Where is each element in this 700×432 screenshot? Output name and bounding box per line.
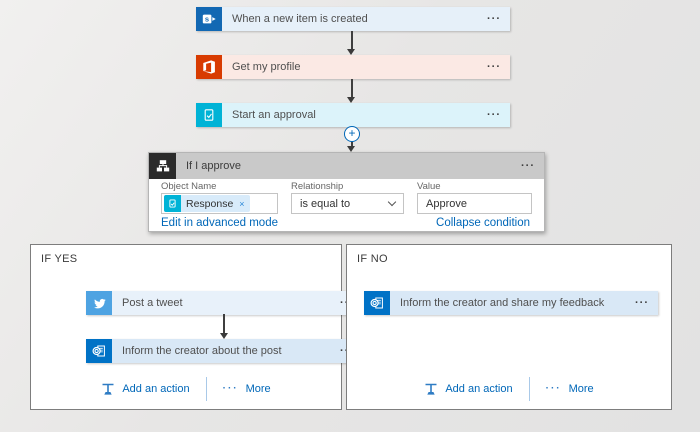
card-inform-creator-share-feedback[interactable]: Inform the creator and share my feedback… xyxy=(364,291,658,315)
more-dots-icon: ··· xyxy=(545,383,562,394)
card-title: Inform the creator about the post xyxy=(122,345,282,357)
twitter-icon xyxy=(86,291,112,315)
card-title: Inform the creator and share my feedback xyxy=(400,297,605,309)
outlook-icon xyxy=(364,291,390,315)
condition-icon xyxy=(149,153,176,179)
add-an-action-button[interactable]: Add an action xyxy=(424,382,513,396)
if-no-panel: IF NO Inform the creator and share my fe… xyxy=(346,244,672,410)
more-dots-icon: ··· xyxy=(222,383,239,394)
approvals-icon xyxy=(164,195,181,212)
condition-title: If I approve xyxy=(186,160,242,172)
insert-step-button[interactable]: + xyxy=(344,126,360,142)
svg-text:s: s xyxy=(205,15,209,24)
value-text: Approve xyxy=(426,197,467,210)
if-no-title: IF NO xyxy=(357,253,388,265)
relationship-dropdown[interactable]: is equal to xyxy=(291,193,404,214)
condition-body: Object Name Response × xyxy=(149,179,544,231)
connector-line xyxy=(223,314,225,333)
card-get-my-profile[interactable]: Get my profile ··· xyxy=(196,55,510,79)
edit-advanced-mode-link[interactable]: Edit in advanced mode xyxy=(161,217,278,229)
condition-card: If I approve ··· Object Name Response xyxy=(148,152,545,232)
card-start-an-approval[interactable]: Start an approval ··· xyxy=(196,103,510,127)
relationship-label: Relationship xyxy=(291,181,344,192)
value-label: Value xyxy=(417,181,441,192)
add-action-icon xyxy=(101,382,115,396)
card-inform-creator-about-post[interactable]: Inform the creator about the post ··· xyxy=(86,339,363,363)
add-action-icon xyxy=(424,382,438,396)
chevron-down-icon xyxy=(387,197,397,207)
card-title: Start an approval xyxy=(232,109,316,121)
object-name-field[interactable]: Response × xyxy=(161,193,278,214)
ellipsis-menu-icon[interactable]: ··· xyxy=(487,60,501,73)
office365-icon xyxy=(196,55,222,79)
plus-icon: + xyxy=(348,126,356,140)
arrow-down-icon xyxy=(347,97,355,103)
token-label: Response xyxy=(186,197,234,210)
more-label: More xyxy=(245,383,271,395)
connector-line xyxy=(351,79,353,97)
if-yes-panel: IF YES Post a tweet ··· Inform the xyxy=(30,244,363,410)
remove-token-icon[interactable]: × xyxy=(239,198,245,209)
footer-divider xyxy=(205,377,207,401)
outlook-icon xyxy=(86,339,112,363)
ellipsis-menu-icon[interactable]: ··· xyxy=(487,12,501,25)
condition-links-row: Edit in advanced mode Collapse condition xyxy=(161,217,530,229)
ellipsis-menu-icon[interactable]: ··· xyxy=(635,296,649,309)
arrow-down-icon xyxy=(347,49,355,55)
card-post-a-tweet[interactable]: Post a tweet ··· xyxy=(86,291,363,315)
response-token[interactable]: Response × xyxy=(164,195,250,212)
value-field[interactable]: Approve xyxy=(417,193,532,214)
add-an-action-button[interactable]: Add an action xyxy=(101,382,190,396)
add-action-label: Add an action xyxy=(445,383,513,395)
if-yes-title: IF YES xyxy=(41,253,78,265)
if-no-footer-row: Add an action ··· More xyxy=(347,376,671,402)
approvals-icon xyxy=(196,103,222,127)
footer-divider xyxy=(528,377,530,401)
relationship-value: is equal to xyxy=(300,197,351,210)
condition-header[interactable]: If I approve ··· xyxy=(149,153,544,179)
add-action-label: Add an action xyxy=(122,383,190,395)
object-name-label: Object Name xyxy=(161,181,217,192)
more-label: More xyxy=(568,383,594,395)
more-button[interactable]: ··· More xyxy=(546,383,594,395)
more-button[interactable]: ··· More xyxy=(223,383,271,395)
card-when-new-item-created[interactable]: s When a new item is created ··· xyxy=(196,7,510,31)
arrow-down-icon xyxy=(219,333,228,339)
card-title: Get my profile xyxy=(232,61,301,73)
arrow-down-icon xyxy=(347,146,355,152)
card-title: Post a tweet xyxy=(122,297,183,309)
ellipsis-menu-icon[interactable]: ··· xyxy=(521,159,535,172)
sharepoint-icon: s xyxy=(196,7,222,31)
connector-line xyxy=(351,31,353,49)
ellipsis-menu-icon[interactable]: ··· xyxy=(487,108,501,121)
card-title: When a new item is created xyxy=(232,13,368,25)
if-yes-footer-row: Add an action ··· More xyxy=(31,376,341,402)
collapse-condition-link[interactable]: Collapse condition xyxy=(436,217,530,229)
